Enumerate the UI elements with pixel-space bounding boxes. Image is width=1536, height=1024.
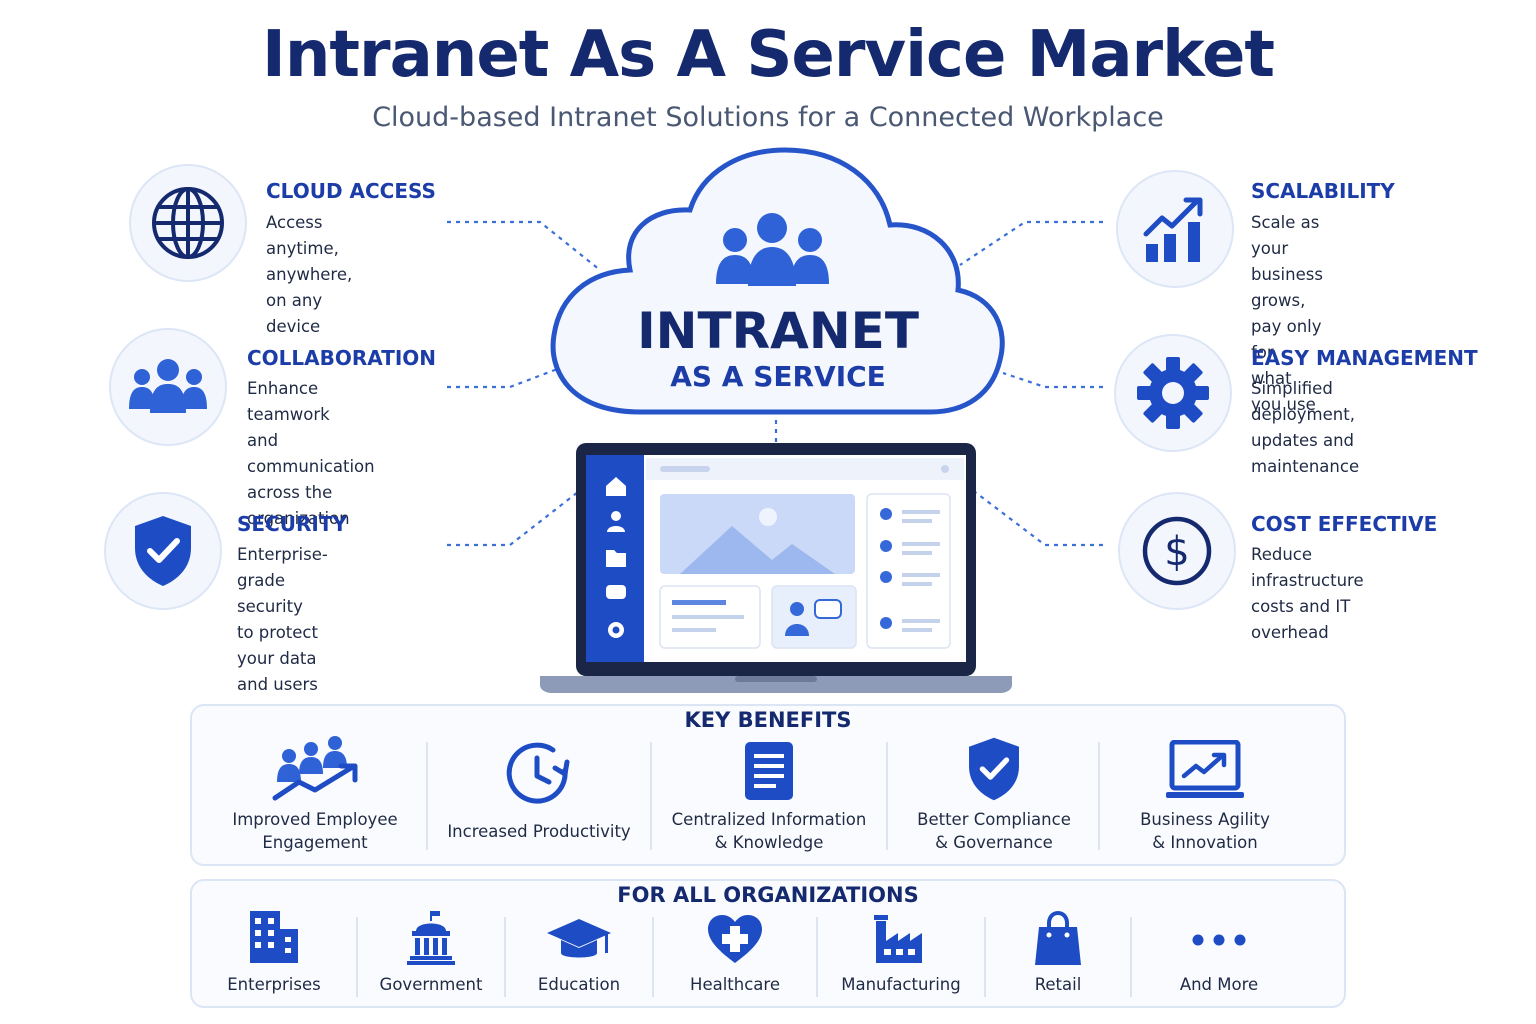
benefit-item: Business Agility & Innovation [1100,706,1310,864]
organization-label: Enterprises [227,975,321,994]
government-icon [358,911,504,965]
divider [356,917,358,997]
feature-description: Simplified deployment, updates and maint… [1251,379,1360,476]
cloud-subtitle: AS A SERVICE [670,360,886,393]
organizations-panel: FOR ALL ORGANIZATIONS Enterprises Govern… [190,879,1346,1008]
organization-label: Healthcare [690,975,780,994]
benefit-label: Business Agility & Innovation [1140,810,1270,852]
benefit-label: Centralized Information & Knowledge [671,810,867,852]
feature-title: COLLABORATION [247,346,437,370]
shield-check-icon [104,492,222,610]
graduation-cap-icon [506,917,652,963]
divider [1130,917,1132,997]
divider [886,742,888,850]
divider [984,917,986,997]
organization-item: And More [1132,881,1306,1006]
heart-cross-icon [654,913,816,965]
more-dots-icon [1132,933,1306,947]
buildings-icon [192,907,356,965]
benefit-item: Centralized Information & Knowledge [652,706,886,864]
organization-item: Enterprises [192,881,356,1006]
page-subtitle: Cloud-based Intranet Solutions for a Con… [372,102,1164,133]
feature-title: SECURITY [237,512,347,536]
benefit-label: Increased Productivity [447,822,631,841]
organization-item: Manufacturing [818,881,984,1006]
factory-icon [818,911,984,965]
dollar-icon: $ [1118,492,1236,610]
feature-title: SCALABILITY [1251,179,1395,203]
engagement-icon [204,734,426,802]
benefit-label: Improved Employee Engagement [232,810,398,852]
divider [426,742,428,850]
key-benefits-panel: KEY BENEFITS Improved Employee Engagemen… [190,704,1346,866]
team-icon [109,328,227,446]
organization-item: Healthcare [654,881,816,1006]
divider [652,917,654,997]
shopping-bag-icon [986,911,1130,967]
gear-icon [1114,334,1232,452]
connector-lines [447,220,1103,547]
feature-description: Reduce infrastructure costs and IT overh… [1251,545,1364,642]
monitor-chart-icon [1100,740,1310,800]
benefit-item: Increased Productivity [428,706,650,864]
feature-title: EASY MANAGEMENT [1251,346,1478,370]
divider [504,917,506,997]
globe-icon [129,164,247,282]
divider [1098,742,1100,850]
organization-label: Retail [1034,975,1082,994]
key-benefits-title: KEY BENEFITS [684,708,852,732]
feature-title: CLOUD ACCESS [266,179,436,203]
benefit-label: Better Compliance & Governance [917,810,1071,852]
feature-title: COST EFFECTIVE [1251,512,1438,536]
organization-item: Retail [986,881,1130,1006]
organization-label: Manufacturing [841,975,961,994]
feature-description: Enterprise-grade security to protect you… [237,545,328,694]
divider [816,917,818,997]
benefit-item: Better Compliance & Governance [888,706,1100,864]
clock-icon [428,738,650,810]
organization-item: Education [506,881,652,1006]
feature-description: Scale as your business grows, pay only f… [1251,213,1323,414]
organization-label: And More [1179,975,1259,994]
growth-chart-icon [1116,170,1234,288]
laptop-illustration [540,443,1012,693]
organization-label: Government [379,975,483,994]
organization-item: Government [358,881,504,1006]
benefit-item: Improved Employee Engagement [204,706,426,864]
organizations-title: FOR ALL ORGANIZATIONS [617,883,919,907]
page-title: Intranet As A Service Market [262,18,1275,92]
shield-check-icon [888,736,1100,802]
people-icon [716,213,829,286]
svg-text:$: $ [1164,529,1189,575]
feature-description: Enhance teamwork and communication acros… [247,379,375,528]
organization-label: Education [537,975,621,994]
cloud-title: INTRANET [637,302,919,360]
document-icon [652,740,886,802]
divider [650,742,652,850]
feature-description: Access anytime, anywhere, on any device [266,213,353,336]
